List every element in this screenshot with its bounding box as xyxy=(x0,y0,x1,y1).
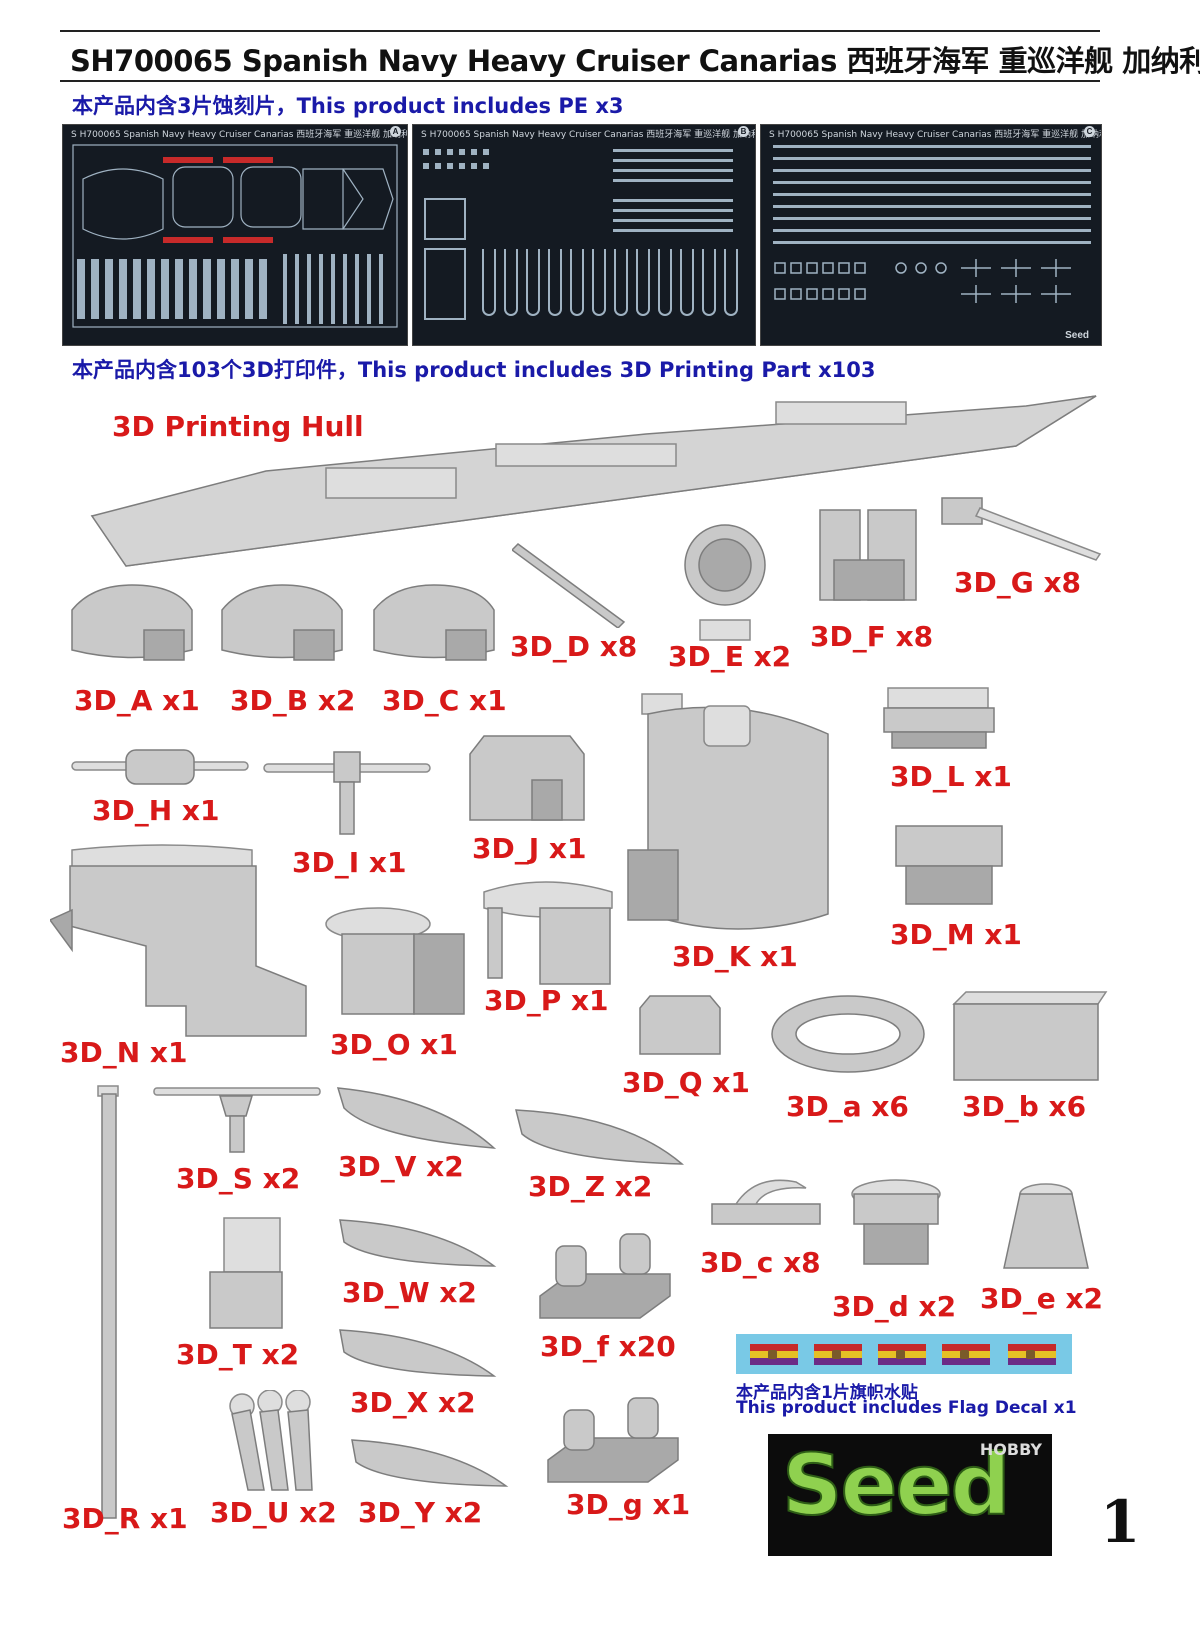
part-m-label: 3D_M x1 xyxy=(890,918,1022,951)
part-g-lower-label: 3D_g x1 xyxy=(566,1488,691,1521)
pe-frets-c xyxy=(773,145,1091,303)
part-k-illustration xyxy=(627,693,829,930)
part-l-label: 3D_L x1 xyxy=(890,760,1012,793)
flag-decal xyxy=(1008,1344,1056,1365)
part-a-float-illustration xyxy=(771,995,925,1073)
part-a-label: 3D_A x1 xyxy=(74,684,200,717)
part-h-illustration xyxy=(71,749,249,785)
part-a-lower-label: 3D_a x6 xyxy=(786,1090,909,1123)
part-u-label: 3D_U x2 xyxy=(210,1496,337,1529)
part-q-label: 3D_Q x1 xyxy=(622,1066,750,1099)
pe-note: 本产品内含3片蚀刻片，This product includes PE x3 xyxy=(72,94,624,118)
part-b-illustration xyxy=(221,584,343,661)
part-e-lower-label: 3D_e x2 xyxy=(980,1282,1104,1315)
part-b-lower-label: 3D_b x6 xyxy=(962,1090,1087,1123)
part-p-label: 3D_P x1 xyxy=(484,984,609,1017)
part-j-label: 3D_J x1 xyxy=(472,832,587,865)
part-a-illustration xyxy=(71,584,193,661)
part-m-illustration xyxy=(895,825,1003,905)
part-v-illustration xyxy=(336,1087,496,1149)
part-p-illustration xyxy=(483,881,613,985)
flag-decal xyxy=(814,1344,862,1365)
part-s-illustration xyxy=(153,1087,321,1153)
part-z-label: 3D_Z x2 xyxy=(528,1170,653,1203)
part-h-label: 3D_H x1 xyxy=(92,794,220,827)
part-c-bollard-illustration xyxy=(711,1179,821,1225)
seed-hobby-logo: Seed HOBBY xyxy=(768,1434,1052,1556)
part-e-label: 3D_E x2 xyxy=(668,640,792,673)
brand-hobby: HOBBY xyxy=(979,1440,1042,1459)
part-q-illustration xyxy=(639,995,721,1055)
part-g-illustration xyxy=(941,497,1102,561)
part-y-label: 3D_Y x2 xyxy=(358,1496,483,1529)
title-bar: SH700065 Spanish Navy Heavy Cruiser Cana… xyxy=(60,30,1200,82)
flag-decal-sheet xyxy=(736,1334,1072,1374)
hull-illustration xyxy=(90,395,1097,567)
flag-decal xyxy=(878,1344,926,1365)
part-f-bitt-illustration xyxy=(539,1233,671,1319)
hull-label: 3D Printing Hull xyxy=(112,410,364,443)
part-r-illustration xyxy=(97,1085,119,1519)
part-e-illustration xyxy=(684,524,766,641)
pe-sheet-b: S H700065 Spanish Navy Heavy Cruiser Can… xyxy=(412,124,756,346)
part-b-box-illustration xyxy=(952,991,1108,1081)
pe-sheet-tag: C xyxy=(1084,126,1095,137)
pe-sheet-tag: B xyxy=(738,126,749,137)
pe-frets-a xyxy=(72,144,398,328)
part-w-label: 3D_W x2 xyxy=(342,1276,477,1309)
flag-decal xyxy=(942,1344,990,1365)
part-c-label: 3D_C x1 xyxy=(382,684,507,717)
part-u-illustration xyxy=(229,1390,313,1491)
part-e-capstan-illustration xyxy=(1003,1183,1089,1269)
part-i-label: 3D_I x1 xyxy=(292,846,407,879)
part-s-label: 3D_S x2 xyxy=(176,1162,301,1195)
part-n-label: 3D_N x1 xyxy=(60,1036,188,1069)
part-z-illustration xyxy=(515,1109,684,1165)
part-l-illustration xyxy=(883,687,995,749)
pe-sheet-logo: Seed xyxy=(1065,330,1089,341)
part-j-illustration xyxy=(469,735,585,821)
part-f-label: 3D_F x8 xyxy=(810,620,934,653)
brand-word: Seed xyxy=(781,1435,1012,1535)
part-d-label: 3D_D x8 xyxy=(510,630,638,663)
part-r-label: 3D_R x1 xyxy=(62,1502,188,1535)
pe-sheet-title: S H700065 Spanish Navy Heavy Cruiser Can… xyxy=(769,130,1102,140)
part-w-illustration xyxy=(339,1219,497,1267)
part-g-label: 3D_G x8 xyxy=(954,566,1081,599)
part-x-label: 3D_X x2 xyxy=(350,1386,476,1419)
page-title: SH700065 Spanish Navy Heavy Cruiser Cana… xyxy=(70,44,1200,78)
part-n-illustration xyxy=(50,844,307,1037)
page-number: 1 xyxy=(1100,1488,1141,1556)
part-b-label: 3D_B x2 xyxy=(230,684,356,717)
pe-sheet-tag: A xyxy=(390,126,401,137)
part-t-label: 3D_T x2 xyxy=(176,1338,300,1371)
part-t-illustration xyxy=(209,1217,283,1329)
part-o-label: 3D_O x1 xyxy=(330,1028,458,1061)
part-d-capstan-illustration xyxy=(851,1179,941,1265)
part-c-lower-label: 3D_c x8 xyxy=(700,1246,821,1279)
pe-sheet-title: S H700065 Spanish Navy Heavy Cruiser Can… xyxy=(421,130,756,140)
decal-note-cn: 本产品内含1片旗帜水贴 xyxy=(736,1383,918,1403)
part-x-illustration xyxy=(339,1329,497,1377)
part-o-illustration xyxy=(325,907,465,1015)
pe-sheet-title: S H700065 Spanish Navy Heavy Cruiser Can… xyxy=(71,130,408,140)
part-d-illustration xyxy=(512,543,626,628)
pe-sheet-a: S H700065 Spanish Navy Heavy Cruiser Can… xyxy=(62,124,408,346)
flag-decal xyxy=(750,1344,798,1365)
pe-frets-b xyxy=(423,149,738,320)
part-g-bitt-illustration xyxy=(547,1397,679,1483)
part-k-label: 3D_K x1 xyxy=(672,940,798,973)
part-f-illustration xyxy=(819,509,917,601)
part-y-illustration xyxy=(351,1439,509,1487)
part-c-illustration xyxy=(373,584,495,661)
part-v-label: 3D_V x2 xyxy=(338,1150,464,1183)
part-f-lower-label: 3D_f x20 xyxy=(540,1330,676,1363)
pe-sheet-c: S H700065 Spanish Navy Heavy Cruiser Can… xyxy=(760,124,1102,346)
decal-note-en: This product includes Flag Decal x1 xyxy=(736,1398,1077,1418)
part-i-illustration xyxy=(263,751,431,835)
part-d-lower-label: 3D_d x2 xyxy=(832,1290,957,1323)
print-note: 本产品内含103个3D打印件，This product includes 3D … xyxy=(72,358,876,382)
